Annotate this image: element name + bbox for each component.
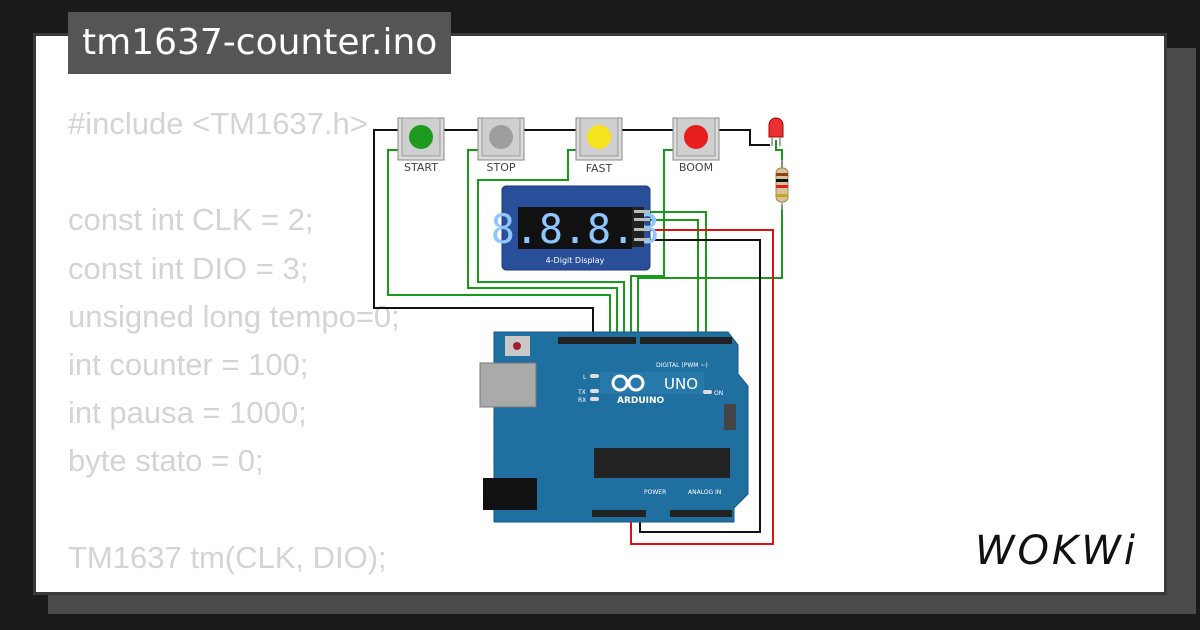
button-fast-label: FAST [586,162,613,175]
power-label: POWER [644,489,666,496]
button-stop-label: STOP [487,161,516,174]
wokwi-logo: WOKWi [975,528,1138,574]
code-preview: #include <TM1637.h> const int CLK = 2; c… [68,100,400,582]
tx-label: TX [577,389,586,396]
l-label: L [583,374,587,381]
button-boom-cap [684,125,708,149]
arduino-brand: ARDUINO [617,396,665,406]
digital-label: DIGITAL (PWM ~) [656,362,708,369]
code-line: const int CLK = 2; [68,202,314,238]
resistor[interactable] [775,160,789,210]
code-line: byte stato = 0; [68,443,264,479]
display-digits: 8.8.8.8 [491,207,660,253]
button-stop-cap [489,125,513,149]
red-led[interactable] [768,117,784,146]
button-fast[interactable]: FAST [575,117,623,175]
code-line: const int DIO = 3; [68,250,309,286]
button-fast-cap [587,125,611,149]
arduino-model: UNO [664,375,698,393]
button-stop[interactable]: STOP [477,117,525,174]
code-line [68,486,400,534]
code-line: int pausa = 1000; [68,395,307,431]
display-label: 4-Digit Display [546,256,605,265]
button-start-cap [409,125,433,149]
button-start[interactable]: START [397,117,445,174]
wires [373,129,783,545]
circuit-diagram: START STOP FAST BOOM 8.8.8.8 4-D [373,117,789,545]
code-line [68,148,400,196]
on-label: ON [714,390,723,397]
button-boom-label: BOOM [679,161,713,174]
button-start-label: START [404,161,438,174]
rx-label: RX [578,397,586,404]
tm1637-display[interactable]: 8.8.8.8 4-Digit Display [491,185,660,271]
arduino-uno[interactable]: ARDUINO UNO DIGITAL (PWM ~) POWER ANALOG… [479,331,749,523]
code-line: int counter = 100; [68,346,309,382]
project-title: tm1637-counter.ino [68,12,452,74]
analog-label: ANALOG IN [688,489,721,496]
button-boom[interactable]: BOOM [672,117,720,174]
code-line: #include <TM1637.h> [68,106,368,141]
code-line: TM1637 tm(CLK, DIO); [68,539,387,575]
code-line: unsigned long tempo=0; [68,298,400,334]
